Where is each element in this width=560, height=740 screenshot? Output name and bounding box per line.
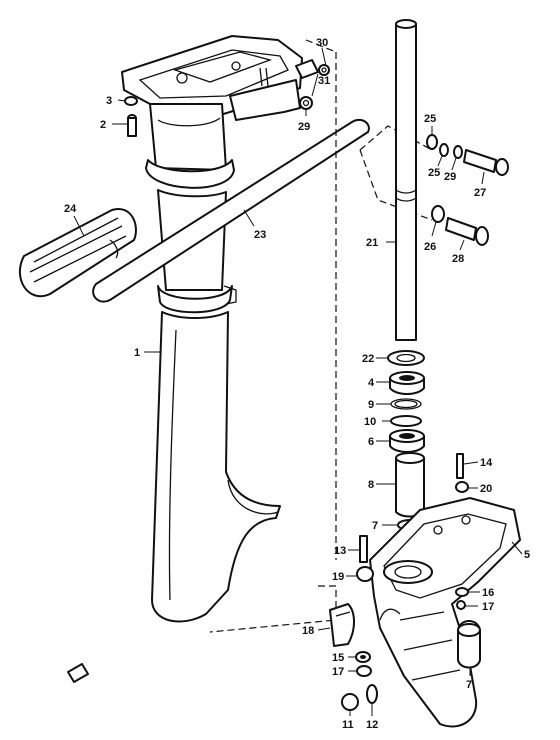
callout-2: 2	[100, 119, 106, 131]
callout-25: 25	[428, 167, 440, 179]
callout-9: 9	[368, 399, 374, 411]
callout-24: 24	[64, 203, 77, 215]
callout-3: 3	[106, 95, 112, 107]
callout-7: 7	[466, 679, 472, 691]
callout-11: 11	[342, 719, 354, 731]
corner-mark	[67, 663, 89, 683]
leader-lines	[73, 47, 523, 716]
callout-4: 4	[368, 377, 375, 389]
callout-1: 1	[134, 347, 140, 359]
callout-27: 27	[474, 187, 486, 199]
callout-29: 29	[298, 121, 310, 133]
callout-28: 28	[452, 253, 464, 265]
callout-16: 16	[482, 587, 494, 599]
callout-13: 13	[334, 545, 346, 557]
callout-18: 18	[302, 625, 314, 637]
callout-25: 25	[424, 113, 436, 125]
tiller-handle	[18, 118, 370, 303]
callout-5: 5	[524, 549, 530, 561]
callout-12: 12	[366, 719, 378, 731]
callout-30: 30	[316, 37, 328, 49]
callout-8: 8	[368, 479, 374, 491]
callout-14: 14	[480, 457, 493, 469]
callout-labels: 30 3 31 2 29 25 25 29 27 24 23 21 26 28 …	[64, 37, 530, 731]
drive-shaft	[395, 19, 417, 341]
callout-26: 26	[424, 241, 436, 253]
callout-7: 7	[372, 520, 378, 532]
callout-23: 23	[254, 229, 266, 241]
top-hardware	[124, 59, 330, 137]
drive-shaft-housing	[121, 35, 303, 623]
callout-20: 20	[480, 483, 492, 495]
callout-19: 19	[332, 571, 344, 583]
callout-31: 31	[318, 75, 330, 87]
callout-6: 6	[368, 436, 374, 448]
callout-17: 17	[332, 666, 344, 678]
callout-15: 15	[332, 652, 344, 664]
callout-21: 21	[366, 237, 378, 249]
bearing-stack	[387, 350, 425, 453]
gear-case	[369, 497, 521, 728]
callout-22: 22	[362, 353, 374, 365]
callout-29: 29	[444, 171, 456, 183]
callout-10: 10	[364, 416, 376, 428]
callout-17: 17	[482, 601, 494, 613]
gear-case-hardware	[329, 453, 481, 711]
clamp-hardware	[426, 134, 509, 246]
